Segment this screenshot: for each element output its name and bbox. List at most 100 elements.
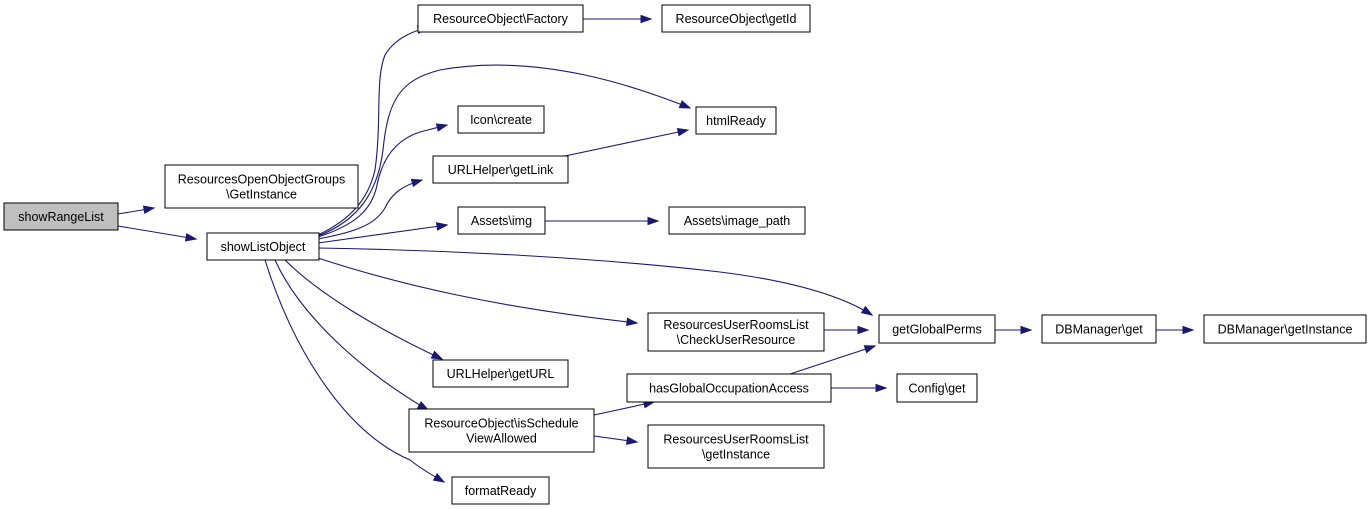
nodes-layer: showRangeList ResourcesOpenObjectGroups\G…	[3, 4, 1367, 505]
arrowhead-icon	[410, 178, 424, 188]
node-label: DBManager\getInstance	[1218, 323, 1353, 337]
node-label: Config\get	[909, 382, 967, 396]
edge-showRangeList-to-showListObject	[117, 225, 198, 242]
node-resgetid[interactable]: ResourceObject\getId	[661, 4, 811, 33]
edge-showRangeList-to-ResOpenObjGroups	[117, 205, 156, 215]
node-hasglobaloccupationaccess[interactable]: hasGlobalOccupationAccess	[626, 373, 832, 403]
node-label: ResourcesUserRoomsList	[663, 433, 809, 447]
edge-showListObject-to-formatReady	[264, 259, 446, 483]
node-dbmanagergetinstance[interactable]: DBManager\getInstance	[1203, 314, 1367, 344]
edge-line	[317, 247, 873, 316]
node-resopenobjgroups[interactable]: ResourcesOpenObjectGroups\GetInstance	[164, 164, 359, 209]
arrowhead-icon	[857, 325, 870, 335]
edge-isScheduleViewAllowed-to-hasGlobalOccupationAccess	[593, 400, 656, 416]
node-urlhelpergeturl[interactable]: URLHelper\getURL	[432, 359, 569, 388]
node-box	[878, 314, 996, 344]
arrowhead-icon	[436, 222, 449, 231]
node-box	[647, 424, 825, 469]
edge-showListObject-to-htmlReady	[317, 64, 692, 237]
node-box	[668, 206, 806, 235]
edge-line	[564, 129, 689, 157]
node-configget[interactable]: Config\get	[896, 373, 978, 403]
node-assetsimagepath[interactable]: Assets\image_path	[668, 206, 806, 235]
node-htmlready[interactable]: htmlReady	[695, 106, 777, 135]
edge-ResFactory-to-ResGetId	[583, 14, 653, 24]
edge-line	[317, 124, 448, 238]
node-label: htmlReady	[706, 114, 766, 128]
edge-line	[264, 259, 445, 483]
node-box	[451, 476, 550, 505]
edge-line	[317, 257, 638, 324]
arrowhead-icon	[432, 473, 446, 483]
node-box	[206, 232, 320, 261]
node-iconcreate[interactable]: Icon\create	[457, 105, 545, 134]
arrowhead-icon	[1020, 325, 1033, 335]
arrowhead-icon	[184, 233, 198, 242]
node-box	[408, 408, 595, 453]
arrowhead-icon	[676, 127, 690, 137]
arrowhead-icon	[430, 350, 444, 360]
edge-URLHelperGetLink-to-htmlReady	[564, 127, 690, 157]
node-label: Icon\create	[470, 113, 532, 127]
node-showlistobject[interactable]: showListObject	[206, 232, 320, 261]
edge-CheckUserResource-to-getGlobalPerms	[824, 325, 870, 335]
node-urlhelpergetlink[interactable]: URLHelper\getLink	[432, 155, 569, 184]
node-checkuserresource[interactable]: ResourcesUserRoomsList\CheckUserResource	[647, 312, 825, 352]
node-box	[896, 373, 978, 403]
edge-line	[284, 259, 443, 360]
edge-hasGlobalOccupationAccess-to-ConfigGet	[831, 383, 888, 393]
node-label: ResourceObject\getId	[676, 12, 797, 26]
edge-line	[789, 345, 876, 375]
node-label: ResourceObject\Factory	[433, 12, 569, 26]
node-box	[164, 164, 359, 209]
node-box	[1203, 314, 1367, 344]
edge-showListObject-to-getGlobalPerms	[317, 247, 874, 316]
edge-line	[317, 27, 429, 236]
edges-layer	[117, 14, 1195, 483]
node-resfactory[interactable]: ResourceObject\Factory	[417, 4, 584, 33]
node-label: Assets\img	[471, 214, 532, 228]
arrowhead-icon	[678, 100, 692, 109]
node-label: formatReady	[465, 484, 537, 498]
arrowhead-icon	[875, 383, 888, 393]
node-label: ResourcesOpenObjectGroups	[178, 173, 345, 187]
edge-getGlobalPerms-to-DBManagerGet	[995, 325, 1033, 335]
node-box	[432, 359, 569, 388]
node-box	[1041, 314, 1157, 344]
arrowhead-icon	[435, 123, 449, 132]
node-dbmanagerget[interactable]: DBManager\get	[1041, 314, 1157, 344]
arrowhead-icon	[640, 14, 653, 24]
arrowhead-icon	[860, 305, 874, 316]
edge-isScheduleViewAllowed-to-RURLGetInstance	[593, 435, 639, 445]
node-getglobalperms[interactable]: getGlobalPerms	[878, 314, 996, 344]
node-label: Assets\image_path	[684, 214, 790, 228]
edge-showListObject-to-URLHelperGetURL	[284, 259, 444, 360]
node-assetsimg[interactable]: Assets\img	[457, 206, 546, 235]
node-showrangelist[interactable]: showRangeList	[3, 202, 119, 231]
node-label: DBManager\get	[1055, 323, 1143, 337]
arrowhead-icon	[626, 436, 639, 445]
node-box	[457, 206, 546, 235]
node-box	[417, 4, 584, 33]
edge-line	[317, 64, 691, 237]
node-label: \getInstance	[702, 448, 770, 462]
node-label: hasGlobalOccupationAccess	[649, 382, 809, 396]
arrowhead-icon	[863, 345, 877, 354]
node-box	[626, 373, 832, 403]
node-rurlgetinstance[interactable]: ResourcesUserRoomsList\getInstance	[647, 424, 825, 469]
node-label: getGlobalPerms	[892, 323, 982, 337]
arrowhead-icon	[142, 205, 156, 214]
edge-DBManagerGet-to-DBManagerGetInstance	[1156, 325, 1195, 335]
node-box	[661, 4, 811, 33]
edge-line	[317, 179, 423, 240]
edge-AssetsImg-to-AssetsImagePath	[545, 216, 660, 226]
edge-showListObject-to-CheckUserResource	[317, 257, 639, 327]
node-formatready[interactable]: formatReady	[451, 476, 550, 505]
node-box	[695, 106, 777, 135]
edge-showListObject-to-AssetsImg	[317, 222, 449, 244]
node-label: \CheckUserResource	[677, 333, 796, 347]
node-box	[3, 202, 119, 231]
node-label: ResourcesUserRoomsList	[663, 318, 809, 332]
